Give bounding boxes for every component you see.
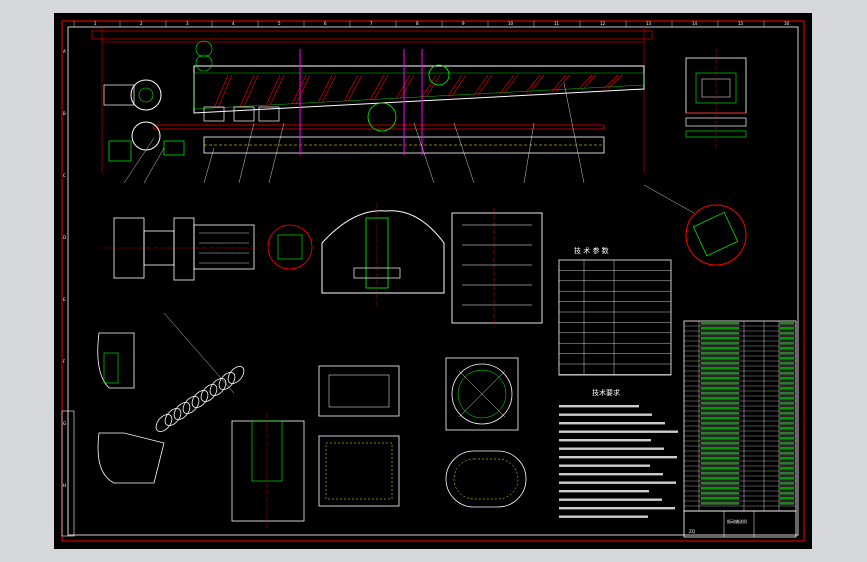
border-number: 4 (232, 21, 235, 26)
revision-table (61, 410, 75, 537)
detail-circle-right (643, 184, 747, 266)
border-letter: F (63, 359, 66, 364)
border-letter: E (63, 297, 66, 302)
parts-list (683, 320, 797, 512)
border-letter: H (63, 483, 66, 488)
border-letter: B (63, 111, 66, 116)
flange-views (445, 357, 527, 508)
outer-frame (61, 20, 805, 542)
title-block: 振动输送机 ZQ (683, 510, 797, 538)
main-elevation-view (91, 25, 653, 184)
u-bracket-detail (231, 413, 305, 528)
box-sections (318, 365, 400, 507)
border-number: 12 (600, 21, 606, 26)
border-number: 9 (462, 21, 465, 26)
detail-circle-small (267, 224, 313, 270)
border-letter: G (63, 421, 66, 426)
tech-table-title: 技 术 参 数 (574, 246, 609, 255)
tech-req-title: 技术要求 (592, 388, 620, 397)
border-number: 1 (94, 21, 97, 26)
border-number: 7 (370, 21, 373, 26)
border-number: 8 (416, 21, 419, 26)
tech-params-table: 技 术 参 数 (558, 246, 672, 376)
border-number: 13 (646, 21, 652, 26)
title-block-code: ZQ (689, 529, 695, 534)
border-number: 16 (784, 21, 790, 26)
border-letter: C (63, 173, 66, 178)
border-number: 2 (140, 21, 143, 26)
border-number: 10 (508, 21, 514, 26)
border-number: 3 (186, 21, 189, 26)
frame-section (451, 208, 543, 328)
border-letter: D (63, 235, 66, 240)
border-letter: A (63, 49, 66, 54)
border-number: 6 (324, 21, 327, 26)
border-number: 5 (278, 21, 281, 26)
border-number: 11 (554, 21, 560, 26)
inner-frame (67, 26, 799, 536)
spring-detail (97, 312, 245, 484)
end-view (685, 48, 747, 148)
border-letter-column: A B C D E F G H (63, 49, 66, 488)
title-block-name: 振动输送机 (727, 518, 747, 524)
border-number: 15 (738, 21, 744, 26)
dome-section (321, 203, 445, 308)
plan-view-left (104, 217, 259, 281)
tech-requirements: 技术要求 (559, 388, 678, 518)
border-number: 14 (692, 21, 698, 26)
